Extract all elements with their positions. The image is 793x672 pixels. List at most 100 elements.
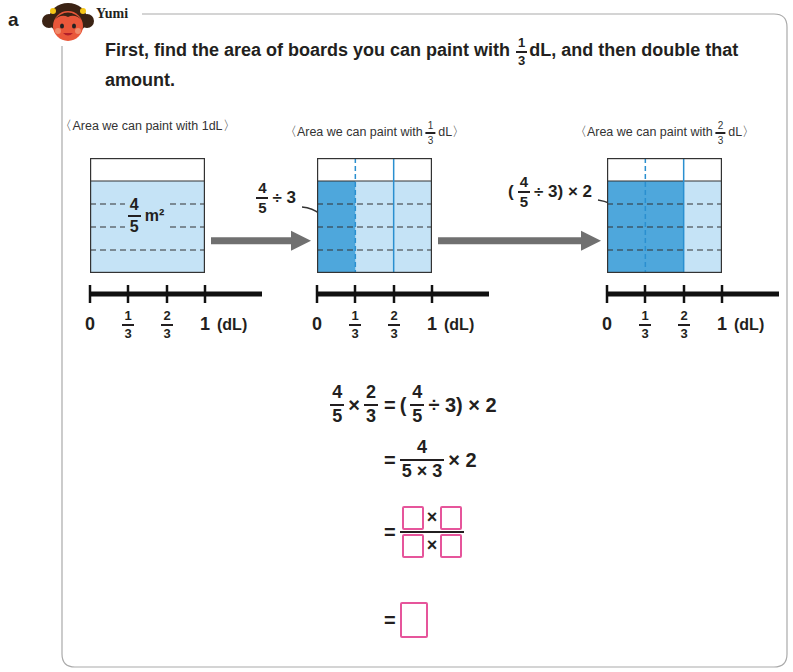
- step-expression-group: (45÷ 3) × 2: [508, 174, 592, 211]
- tick: [127, 285, 130, 303]
- paint-panel: 45m²〈Area we can paint with 1dL〉: [90, 120, 205, 273]
- math-term: 4: [412, 383, 422, 403]
- number-line-axis: [90, 292, 262, 297]
- math-term: × 2: [448, 449, 476, 471]
- tick-label: 1: [124, 309, 131, 323]
- paint-board: [317, 158, 432, 273]
- paint-board: [607, 158, 722, 273]
- tick-unit: (dL): [444, 316, 474, 334]
- answer-box: [402, 534, 424, 558]
- numerator: 1: [639, 309, 650, 323]
- math-term-group: =××: [384, 506, 464, 558]
- tick-label-group: 0: [312, 315, 322, 335]
- paint-board: 45m²: [90, 158, 205, 273]
- math-term: 5 × 3: [402, 462, 443, 482]
- row-divider: [317, 203, 432, 204]
- strip-divider: [607, 180, 722, 181]
- denominator: 3: [716, 135, 726, 146]
- denominator: 5: [410, 407, 424, 427]
- numerator: 2: [364, 383, 378, 403]
- fraction: 23: [161, 309, 172, 342]
- third-divider: [355, 158, 357, 273]
- tick: [721, 285, 724, 303]
- painted-area: [317, 181, 432, 273]
- tick-label: 2: [390, 309, 397, 323]
- fraction: 4 5 × 3: [400, 438, 445, 482]
- fraction: 45: [410, 383, 424, 427]
- tick-label: 3: [680, 327, 687, 341]
- math-term: ×: [348, 394, 360, 416]
- step-expression: ÷ 3: [272, 189, 296, 208]
- painted-area: [607, 181, 722, 273]
- fraction-bar: [678, 324, 689, 326]
- numerator: 1: [426, 120, 436, 131]
- board-outline: [91, 159, 205, 273]
- area-label: 4: [130, 196, 139, 214]
- math-term-group: = 4 5 × 3× 2: [384, 438, 477, 482]
- tick-label: 2: [163, 309, 170, 323]
- row-divider: [90, 249, 205, 250]
- tick-label-group: 13: [122, 309, 133, 342]
- math-term: 5: [412, 407, 422, 427]
- instruction-text: 3: [518, 54, 525, 68]
- fraction: 13: [639, 309, 650, 342]
- cheek: [55, 28, 61, 34]
- area-label: m²: [145, 207, 165, 225]
- numerator: 1: [516, 36, 527, 50]
- exercise-letter-group: a: [8, 10, 19, 31]
- panel-heading: 〈Area we can paint with: [574, 126, 713, 140]
- fraction-bar: [161, 324, 172, 326]
- step-expression-group: 4 5 ÷ 3: [256, 180, 296, 217]
- fraction-bar: [516, 51, 527, 53]
- denominator: 3: [364, 407, 378, 427]
- denominator: 3: [161, 327, 172, 341]
- tick-label: 0: [85, 315, 95, 335]
- tick: [606, 285, 609, 303]
- numerator: 2: [678, 309, 689, 323]
- paint-panel: 〈Area we can paint with13dL〉: [317, 120, 432, 273]
- answer-box: [400, 602, 428, 638]
- math-term: =: [384, 449, 396, 471]
- fraction: 45: [128, 196, 141, 235]
- tick-label-group: 13: [639, 309, 650, 342]
- eye: [60, 23, 64, 28]
- fraction: 13: [426, 120, 436, 146]
- step-expression: 4: [258, 180, 266, 197]
- tick-unit-group: (dL): [444, 316, 474, 334]
- unpainted-strip: [607, 158, 722, 181]
- step-expression: ÷ 3) × 2: [534, 183, 592, 202]
- denominator: 3: [388, 327, 399, 341]
- fraction: 13: [122, 309, 133, 342]
- fraction: 23: [678, 309, 689, 342]
- card-frame: [62, 14, 787, 667]
- tick-label: 3: [124, 327, 131, 341]
- step-expression: 5: [258, 200, 266, 217]
- panel-heading: 〈Area we can paint with 1dL〉: [59, 120, 235, 134]
- tick: [354, 285, 357, 303]
- panel-heading: 〈Area we can paint with: [284, 126, 423, 140]
- answer-box: [440, 506, 462, 530]
- fraction-bar: [639, 324, 650, 326]
- panel-heading: 2: [718, 120, 724, 131]
- fraction-bar: [330, 404, 344, 406]
- bangs: [53, 13, 83, 22]
- math-term: 4: [417, 438, 427, 458]
- instruction-text: First, find the area of boards you can p…: [105, 40, 510, 60]
- tick-label: 1: [717, 315, 727, 335]
- mouth: [63, 33, 73, 36]
- row-divider: [607, 249, 722, 250]
- tick-label: 3: [390, 327, 397, 341]
- tick-label-group: 1: [717, 315, 727, 335]
- number-line-axis: [317, 292, 489, 297]
- math-term: =: [384, 609, 396, 631]
- tick: [89, 285, 92, 303]
- math-term-group: 45×23: [330, 383, 378, 427]
- fraction-bar: [426, 132, 436, 134]
- tick-label-group: 0: [85, 315, 95, 335]
- tick-unit-group: (dL): [217, 316, 247, 334]
- panel-heading: 3: [718, 135, 724, 146]
- strip-divider: [90, 180, 205, 181]
- tick-label: 3: [641, 327, 648, 341]
- paint-panel: 〈Area we can paint with23dL〉: [607, 120, 722, 273]
- math-term-group: =: [384, 602, 428, 638]
